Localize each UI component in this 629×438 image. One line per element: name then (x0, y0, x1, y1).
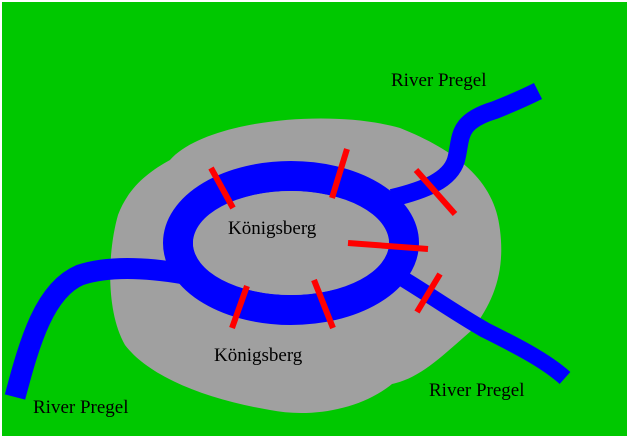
bridge-north (329, 148, 350, 199)
bridge-east-upper (413, 168, 458, 216)
river-ring (163, 161, 419, 325)
label-river-top-right: River Pregel (391, 70, 487, 91)
label-river-bottom-right: River Pregel (429, 380, 525, 401)
river-west-arm (4, 257, 187, 400)
bridge-northwest (208, 166, 236, 210)
island-kneiphof (193, 191, 389, 295)
bridge-south (311, 278, 336, 330)
bridges (208, 148, 458, 330)
bridge-southwest (229, 284, 250, 330)
bridge-east-lower (414, 272, 443, 314)
label-city-island: Königsberg (228, 218, 317, 239)
river-southeast-arm (381, 261, 571, 385)
label-city-south: Königsberg (214, 345, 303, 366)
label-river-bottom-left: River Pregel (33, 397, 129, 418)
bridge-east-island (347, 240, 429, 252)
